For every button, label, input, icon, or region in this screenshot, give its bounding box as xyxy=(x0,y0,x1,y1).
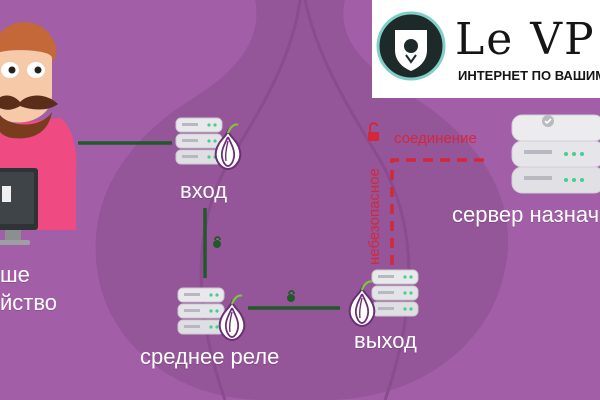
exit-relay-server xyxy=(371,269,419,317)
device-label-line2: йство xyxy=(0,290,58,315)
lock-icon xyxy=(368,122,379,141)
insecure-label: небезопасное xyxy=(366,168,383,265)
brand-title: Le VP xyxy=(455,14,596,65)
brand-tagline: ИНТЕРНЕТ ПО ВАШИМ П xyxy=(458,68,600,83)
laptop-icon xyxy=(0,168,38,245)
middle-relay-label: среднее реле xyxy=(140,344,280,369)
destination-server-label: сервер назнач xyxy=(452,202,600,227)
lock-icon xyxy=(213,236,221,248)
device-label-line1: ше xyxy=(0,262,30,287)
shield-logo-icon xyxy=(376,11,446,81)
middle-relay-server xyxy=(177,287,225,335)
lock-icon xyxy=(287,290,295,302)
connection-label: соединение xyxy=(394,130,477,147)
exit-relay-label: выход xyxy=(354,328,417,353)
link-exit-server-insecure xyxy=(390,158,490,265)
entry-relay-label: вход xyxy=(180,178,228,203)
server-icon xyxy=(511,114,600,194)
